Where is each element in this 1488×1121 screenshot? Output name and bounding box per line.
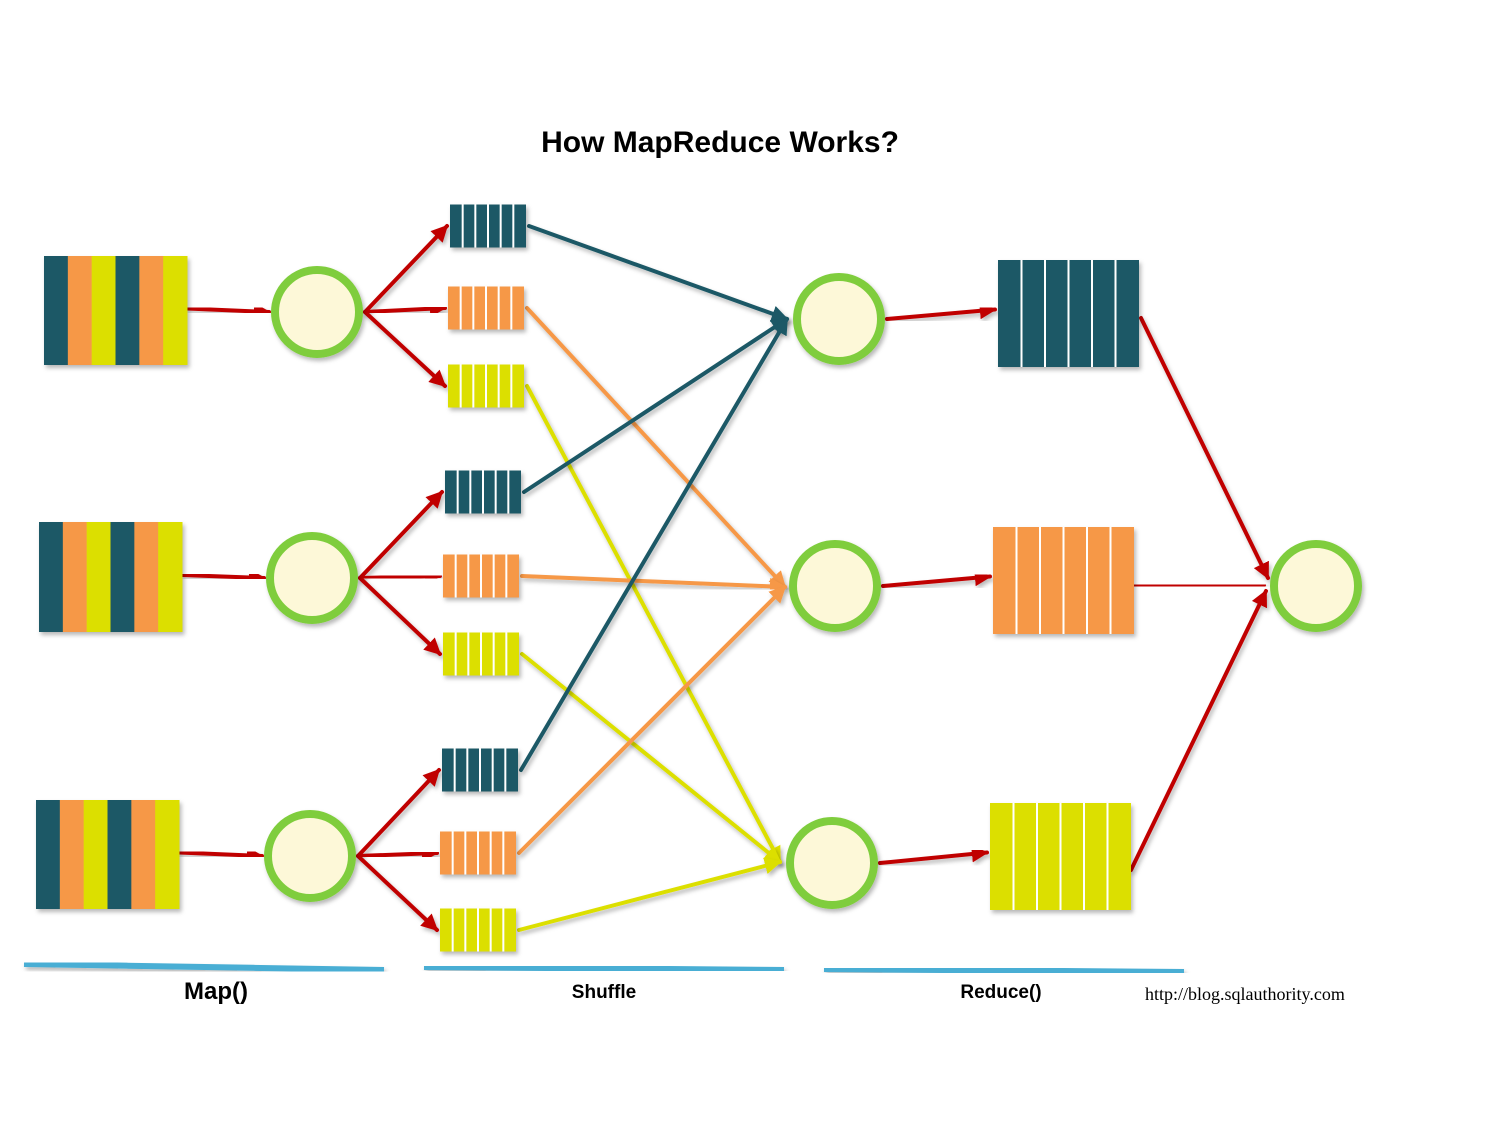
- shuffle-block-teal: [445, 470, 521, 514]
- map-phase-label: Map(): [184, 978, 248, 1005]
- shuffle-arrow-orange: [520, 574, 787, 595]
- shuffle-arrow-yellow: [520, 652, 782, 864]
- input-split-3: [36, 800, 180, 909]
- input-split-1: [44, 256, 188, 365]
- map-to-shuffle-arrow: [363, 224, 449, 314]
- shuffle-phase-label: Shuffle: [571, 982, 637, 1003]
- input-stripe: [86, 522, 111, 632]
- reduce-block-orange: [993, 527, 1134, 634]
- input-stripe: [62, 522, 88, 632]
- reduce-to-block-arrow: [881, 569, 992, 588]
- input-to-map-arrow: [177, 846, 264, 864]
- reduce-phase-label: Reduce(): [960, 982, 1042, 1003]
- reduce-node-1: [793, 273, 885, 365]
- input-split-2: [39, 522, 183, 632]
- reduce-node-2: [789, 540, 881, 632]
- reduce-node-3: [786, 817, 878, 909]
- shuffle-arrow-teal: [522, 317, 789, 494]
- shuffle-block-yellow: [440, 908, 516, 952]
- input-stripe: [91, 256, 116, 365]
- map-to-shuffle-arrow: [358, 567, 442, 585]
- map-to-shuffle-arrow: [358, 490, 444, 580]
- input-stripe: [36, 800, 61, 909]
- input-stripe: [83, 800, 108, 909]
- input-to-map-arrow: [185, 302, 271, 320]
- input-stripe: [67, 256, 93, 365]
- input-stripe: [44, 256, 69, 365]
- map-to-shuffle-arrow: [363, 300, 447, 318]
- shuffle-arrow-teal: [519, 317, 789, 772]
- input-stripe: [107, 800, 132, 909]
- output-node: [1270, 540, 1362, 632]
- block-to-output-arrow: [1129, 589, 1268, 872]
- reduce-to-block-arrow: [885, 302, 997, 321]
- map-node-2: [266, 532, 358, 624]
- map-node-3: [264, 810, 356, 902]
- input-stripe: [139, 256, 164, 365]
- reduce-underline: [823, 966, 1185, 975]
- shuffle-arrow-teal: [527, 224, 789, 322]
- reduce-to-block-arrow: [878, 845, 989, 865]
- map-node-1: [271, 266, 363, 358]
- map-to-shuffle-arrow: [356, 845, 439, 862]
- reduce-block-yellow: [990, 803, 1131, 910]
- input-stripe: [155, 800, 180, 909]
- shuffle-block-teal: [450, 204, 526, 248]
- input-stripe: [131, 800, 156, 909]
- map-to-shuffle-arrow: [358, 576, 442, 656]
- input-stripe: [158, 522, 183, 632]
- shuffle-underline: [423, 964, 785, 973]
- input-stripe: [110, 522, 135, 632]
- shuffle-block-orange: [443, 554, 519, 598]
- input-to-map-arrow: [180, 569, 266, 586]
- map-underline: [23, 961, 385, 973]
- block-to-output-arrow: [1132, 576, 1266, 594]
- map-to-shuffle-arrow: [356, 854, 439, 932]
- block-to-output-arrow: [1139, 316, 1270, 580]
- input-stripe: [39, 522, 64, 632]
- shuffle-arrow-orange: [525, 306, 787, 589]
- source-url: http://blog.sqlauthority.com: [1145, 984, 1345, 1004]
- reduce-block-teal: [998, 260, 1139, 367]
- shuffle-block-orange: [440, 831, 516, 875]
- input-stripe: [115, 256, 140, 365]
- shuffle-block-yellow: [448, 364, 524, 408]
- shuffle-block-orange: [448, 286, 524, 330]
- shuffle-block-teal: [442, 748, 518, 792]
- input-stripe: [134, 522, 159, 632]
- input-stripe: [163, 256, 188, 365]
- map-to-shuffle-arrow: [363, 310, 447, 388]
- map-to-shuffle-arrow: [356, 768, 441, 858]
- input-stripe: [59, 800, 85, 909]
- shuffle-arrow-orange: [517, 585, 787, 855]
- shuffle-arrow-yellow: [517, 857, 782, 932]
- shuffle-arrow-yellow: [525, 384, 782, 864]
- shuffle-block-yellow: [443, 632, 519, 676]
- diagram-title: How MapReduce Works?: [541, 126, 899, 159]
